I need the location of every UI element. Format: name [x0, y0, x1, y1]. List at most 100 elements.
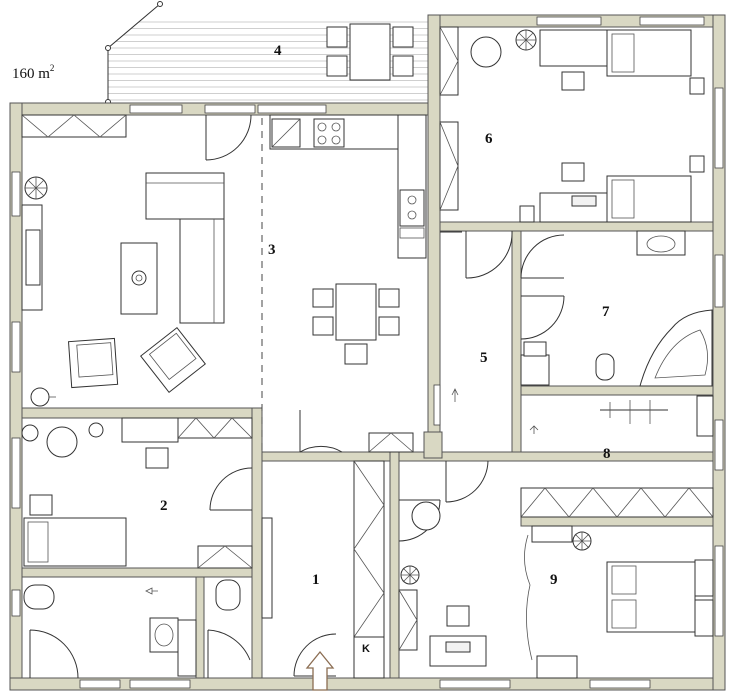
- window: [204, 104, 256, 114]
- cabinet: [368, 432, 414, 453]
- terrace-chair: [392, 26, 414, 48]
- dining-chair: [344, 343, 368, 365]
- window: [714, 254, 724, 308]
- room-label-2: 2: [160, 498, 168, 514]
- wall-corner-block: [423, 431, 443, 459]
- dining-chair: [378, 288, 400, 308]
- wall-east: [712, 14, 726, 691]
- railing-post: [157, 1, 163, 7]
- door-living: [299, 410, 343, 453]
- window: [129, 679, 191, 689]
- window: [129, 104, 183, 114]
- kitchen-counter-side: [397, 114, 427, 259]
- windows: [11, 16, 724, 689]
- armchair: [67, 337, 119, 389]
- door-room2: [209, 467, 253, 511]
- desk-chair: [561, 71, 585, 91]
- window: [639, 16, 705, 26]
- child-room-furniture: [21, 417, 253, 569]
- window: [11, 171, 21, 217]
- armchair: [140, 327, 206, 393]
- entry-furniture: [145, 388, 539, 691]
- room-label-8: 8: [603, 446, 611, 462]
- window: [714, 87, 724, 169]
- round-chair: [46, 426, 78, 458]
- terrace: [105, 1, 428, 105]
- terrace-chair: [326, 26, 348, 48]
- desk: [429, 635, 487, 667]
- room-label-9: 9: [550, 572, 558, 588]
- entrance-arrow-icon: [305, 650, 335, 691]
- toilet-icon: [23, 584, 55, 610]
- laundry: [523, 341, 547, 357]
- arrow-icon: [529, 425, 539, 434]
- wall-unit: [21, 114, 127, 138]
- window: [714, 419, 724, 471]
- room-label-7: 7: [602, 304, 610, 320]
- wall-bath-north: [21, 567, 253, 578]
- toilet-icon: [215, 579, 241, 611]
- wall-entry-north: [261, 451, 391, 462]
- vase-icon: [131, 270, 147, 286]
- desk-chair: [446, 605, 470, 627]
- plant-icon: [21, 424, 39, 442]
- nightstand: [689, 77, 705, 95]
- room-label-3: 3: [268, 242, 276, 258]
- master-bedroom-furniture: [398, 501, 714, 679]
- shelf: [696, 395, 714, 437]
- window: [11, 437, 21, 509]
- arrow-icon: [145, 587, 158, 595]
- shoe-rack: [261, 517, 273, 619]
- sofa-chaise: [179, 218, 225, 324]
- nightstand: [519, 205, 535, 223]
- bed: [23, 517, 127, 567]
- wardrobe: [177, 417, 253, 439]
- bathtub: [639, 309, 713, 387]
- double-bed: [606, 561, 696, 633]
- window: [11, 589, 21, 617]
- living-room-furniture: [21, 114, 427, 453]
- nightstand: [29, 494, 53, 516]
- desk-chair: [561, 162, 585, 182]
- room-label-5: 5: [480, 350, 488, 366]
- wall-wc-divider: [195, 576, 205, 679]
- door-room7: [520, 234, 565, 279]
- laptop: [445, 641, 471, 653]
- closet-label: K: [362, 643, 370, 655]
- washbasin: [149, 617, 179, 653]
- desk: [121, 417, 179, 443]
- door-wc: [207, 629, 251, 678]
- curtain: [524, 534, 533, 661]
- dining-chair: [378, 316, 400, 336]
- terrace-chair: [392, 55, 414, 77]
- room-label-6: 6: [485, 131, 493, 147]
- door-room7b: [520, 295, 565, 340]
- total-area: 160 m2: [12, 63, 54, 82]
- dresser: [531, 525, 573, 543]
- bed: [606, 175, 692, 223]
- wall-room2-east: [251, 407, 263, 679]
- window: [257, 104, 327, 114]
- lamp-icon: [30, 387, 50, 407]
- wall-room8-south: [520, 516, 714, 527]
- door-bath: [29, 629, 79, 679]
- arrow-icon: [451, 388, 459, 402]
- closet-k: [353, 636, 385, 679]
- dining-chair: [312, 316, 334, 336]
- dresser: [536, 655, 578, 679]
- round-chair: [470, 36, 502, 68]
- bath-wc-furniture: [23, 579, 241, 677]
- wall-room9-west: [389, 451, 400, 679]
- window: [714, 545, 724, 637]
- terrace-chair: [326, 55, 348, 77]
- utility-room-furniture: [520, 395, 714, 518]
- wardrobe: [439, 26, 459, 96]
- window: [11, 321, 21, 373]
- wardrobe: [398, 589, 418, 651]
- shower: [177, 619, 197, 677]
- window: [433, 384, 441, 426]
- walls: [9, 14, 726, 691]
- sofa: [145, 172, 225, 220]
- stove: [313, 118, 345, 148]
